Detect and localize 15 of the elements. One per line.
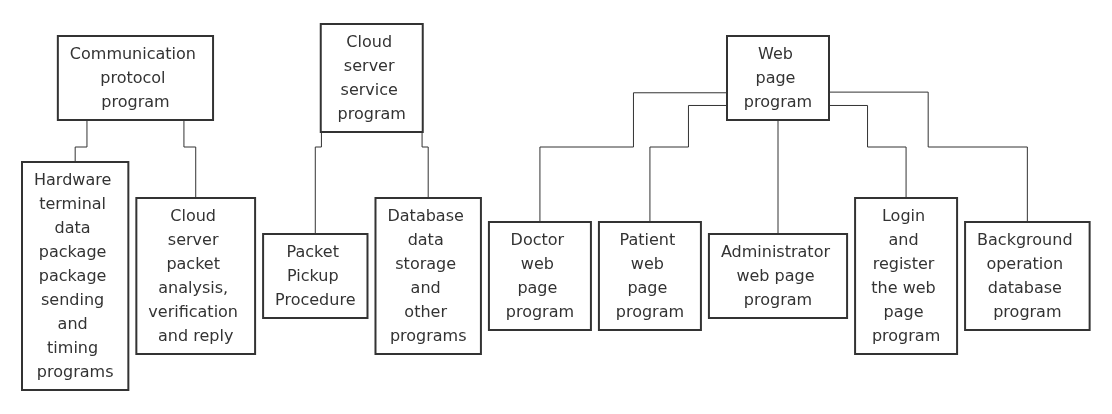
node-box: Login and register the web page program	[854, 197, 959, 355]
connector	[649, 105, 728, 223]
node-box: Database data storage and other programs	[374, 197, 483, 355]
node-box: Hardware terminal data package package sending and timing programs	[21, 161, 130, 391]
node-box: Web page program	[726, 35, 831, 121]
node-box: Communication protocol program	[57, 35, 215, 121]
node-box: Packet Pickup Procedure	[262, 233, 369, 319]
node-box: Administrator web page program	[708, 233, 849, 319]
node-box: Patient web page program	[598, 221, 703, 331]
connector	[777, 119, 779, 235]
connector	[539, 92, 728, 223]
node-box: Doctor web page program	[488, 221, 593, 331]
node-box: Background operation database program	[964, 221, 1091, 331]
node-box: Cloud server packet analysis, verification and reply	[135, 197, 257, 355]
node-box: Cloud server service program	[319, 23, 424, 133]
